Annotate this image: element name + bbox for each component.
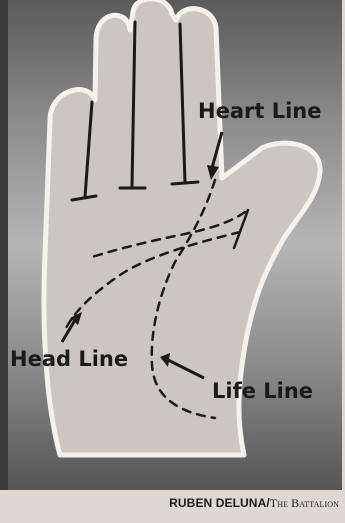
photo-credit: RUBEN DELUNA/The Battalion <box>169 496 339 511</box>
life-line-label: Life Line <box>212 379 313 403</box>
ring-finger-crease-base <box>172 182 198 184</box>
credit-author: RUBEN DELUNA <box>169 496 266 510</box>
heart-line-label: Heart Line <box>198 99 321 123</box>
credit-source: The Battalion <box>270 496 339 510</box>
head-line-label: Head Line <box>10 347 128 371</box>
